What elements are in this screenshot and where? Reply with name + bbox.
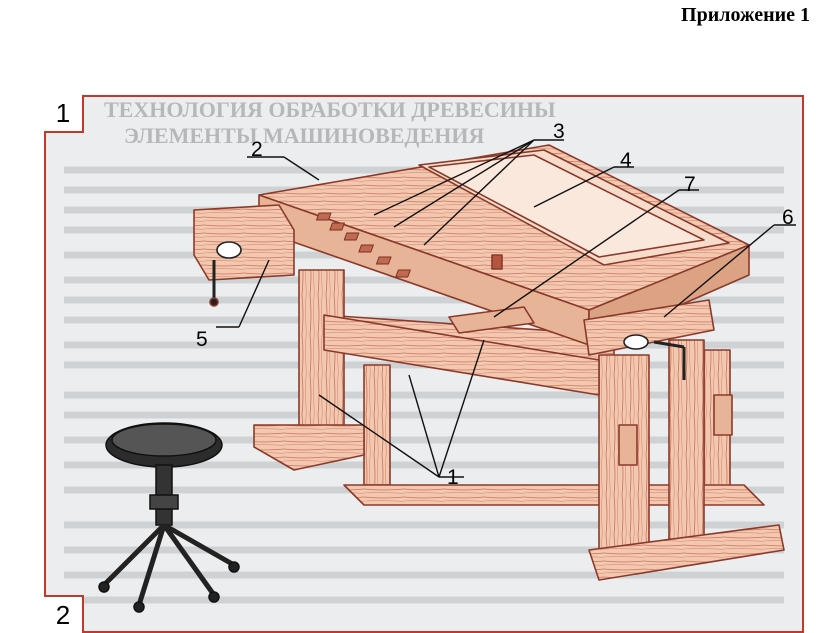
leader-2 [283,156,320,181]
front-left-leg [298,269,345,451]
callout-4: 4 [620,149,632,172]
leader-3 [423,139,535,246]
leader-1 [408,374,440,478]
leader-7 [493,189,680,318]
callout-1: 1 [447,466,459,489]
stool-foot [208,591,220,603]
stool [98,422,240,613]
right-foot [588,524,785,581]
workbench-figure: ТЕХНОЛОГИЯ ОБРАБОТКИ ДРЕВЕСИНЫ ЭЛЕМЕНТЫ … [44,95,804,633]
stool-foot [133,601,145,613]
dog-hole [343,232,360,241]
stool-collar [149,494,179,510]
stool-seat-top [111,423,217,457]
background-title: ТЕХНОЛОГИЯ ОБРАБОТКИ ДРЕВЕСИНЫ [104,97,556,122]
stool-foot [98,581,110,593]
leader-1 [318,394,440,478]
front-vise-screw [216,241,242,259]
workbench [193,144,785,581]
panel-label-1: 1 [44,95,84,133]
tray-inner [428,154,705,258]
dog-hole [375,256,392,265]
stool-leg [161,523,217,597]
appendix-label: Приложение 1 [681,4,810,26]
stool-leg [102,523,166,587]
bench-dog-holes [315,212,411,278]
dog-hole [395,269,411,278]
callout-5: 5 [196,328,208,351]
panel-label-2: 2 [44,595,84,633]
dog-hole [315,212,332,221]
leader-5 [238,259,270,328]
callout-6: 6 [782,206,794,229]
bench-dog [491,254,503,270]
stop-board [448,306,535,334]
tool-hook [713,394,733,436]
leader-6 [663,224,775,318]
inner-right-leg [668,339,705,551]
background-text: ТЕХНОЛОГИЯ ОБРАБОТКИ ДРЕВЕСИНЫ ЭЛЕМЕНТЫ … [104,97,556,148]
workbench-illustration: ТЕХНОЛОГИЯ ОБРАБОТКИ ДРЕВЕСИНЫ ЭЛЕМЕНТЫ … [44,95,804,633]
tail-vise-handle [653,340,685,349]
back-left-leg [363,364,391,486]
left-foot [253,424,365,471]
callout-2: 2 [251,138,263,161]
stool-leg [136,524,167,606]
leader-3 [373,139,535,216]
leader-lines [216,139,796,478]
tail-vise-jaw [583,299,715,356]
callout-7: 7 [684,173,696,196]
background-subtitle: ЭЛЕМЕНТЫ МАШИНОВЕДЕНИЯ [124,123,484,148]
dog-hole [358,244,374,253]
tail-vise-screw [623,334,649,350]
leader-1 [438,339,485,478]
front-vise-jaw [193,204,295,281]
leader-3 [393,139,535,228]
callout-3: 3 [553,120,565,143]
stool-leg [162,522,236,568]
leader-4 [533,166,615,208]
front-vise-handle-knob [209,297,219,307]
dog-hole [329,222,345,231]
stool-foot [228,561,240,573]
figure-frame [44,95,804,633]
tool-hook [618,424,638,466]
front-rail [323,314,600,396]
